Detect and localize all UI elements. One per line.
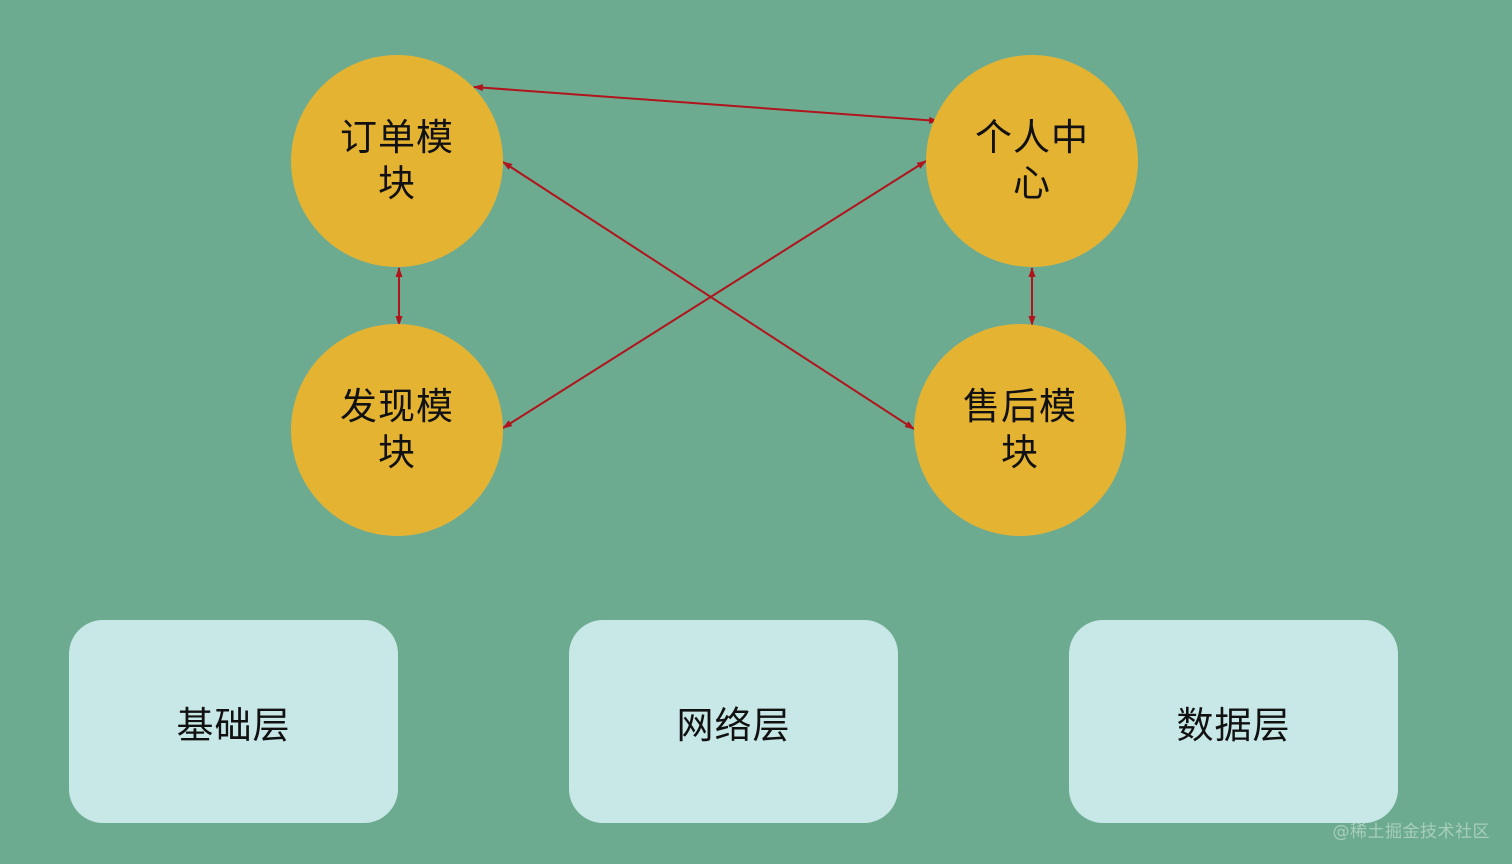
discover-module-label: 发现模块 bbox=[340, 385, 454, 474]
data-layer-label: 数据层 bbox=[1176, 703, 1291, 747]
network-layer-label: 网络层 bbox=[676, 703, 791, 747]
base-layer-label: 基础层 bbox=[176, 703, 291, 747]
link-profile-discover bbox=[502, 160, 927, 429]
order-module-node: 订单模块 bbox=[291, 55, 503, 267]
aftersale-module-label: 售后模块 bbox=[963, 385, 1077, 474]
link-order-profile bbox=[473, 84, 939, 124]
base-layer-box: 基础层 bbox=[69, 620, 398, 823]
watermark-text: @稀土掘金技术社区 bbox=[1332, 822, 1490, 842]
data-layer-box: 数据层 bbox=[1069, 620, 1398, 823]
profile-center-node: 个人中心 bbox=[926, 55, 1138, 267]
discover-module-node: 发现模块 bbox=[291, 324, 503, 536]
network-layer-box: 网络层 bbox=[569, 620, 898, 823]
aftersale-module-node: 售后模块 bbox=[914, 324, 1126, 536]
order-module-label: 订单模块 bbox=[340, 116, 454, 205]
profile-center-label: 个人中心 bbox=[975, 116, 1089, 205]
